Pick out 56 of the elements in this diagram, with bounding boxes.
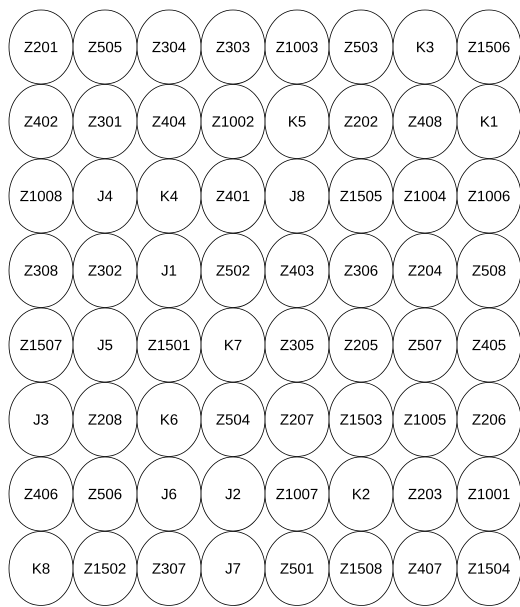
ellipse-node: K6 (136, 382, 202, 457)
ellipse-node: Z204 (392, 233, 458, 308)
ellipse-node: Z207 (264, 382, 330, 457)
ellipse-node: Z505 (72, 10, 138, 84)
ellipse-node: Z401 (200, 158, 266, 234)
ellipse-node: Z302 (72, 233, 138, 308)
ellipse-node: J3 (8, 382, 74, 457)
ellipse-node: Z1505 (328, 158, 394, 234)
ellipse-node: J5 (72, 308, 138, 382)
ellipse-node: Z305 (264, 308, 330, 382)
ellipse-node: K8 (8, 531, 74, 606)
ellipse-node: Z303 (200, 10, 266, 84)
ellipse-node: Z1004 (392, 158, 458, 234)
ellipse-node: Z404 (136, 84, 202, 159)
ellipse-node: Z202 (328, 84, 394, 159)
ellipse-node: J2 (200, 456, 266, 532)
ellipse-node: Z502 (200, 233, 266, 308)
ellipse-node: K2 (328, 456, 394, 532)
ellipse-node: Z301 (72, 84, 138, 159)
ellipse-node: Z1005 (392, 382, 458, 457)
ellipse-node: Z1002 (200, 84, 266, 159)
ellipse-node: Z1501 (136, 308, 202, 382)
ellipse-node: Z201 (8, 10, 74, 84)
ellipse-node: Z1007 (264, 456, 330, 532)
ellipse-node: J1 (136, 233, 202, 308)
ellipse-node: Z308 (8, 233, 74, 308)
ellipse-node: K4 (136, 158, 202, 234)
ellipse-node: Z501 (264, 531, 330, 606)
ellipse-node: Z1502 (72, 531, 138, 606)
ellipse-node: Z1507 (8, 308, 74, 382)
ellipse-node: Z1003 (264, 10, 330, 84)
ellipse-node: Z506 (72, 456, 138, 532)
ellipse-node: Z402 (8, 84, 74, 159)
ellipse-node: Z407 (392, 531, 458, 606)
ellipse-node: Z503 (328, 10, 394, 84)
ellipse-node: Z408 (392, 84, 458, 159)
ellipse-node: Z406 (8, 456, 74, 532)
ellipse-node: K3 (392, 10, 458, 84)
ellipse-node: Z403 (264, 233, 330, 308)
ellipse-node: Z504 (200, 382, 266, 457)
ellipse-node: Z1508 (328, 531, 394, 606)
ellipse-node: Z304 (136, 10, 202, 84)
ellipse-node: Z1503 (328, 382, 394, 457)
ellipse-node: Z307 (136, 531, 202, 606)
ellipse-node: Z1008 (8, 158, 74, 234)
ellipse-node: J4 (72, 158, 138, 234)
ellipse-node: K7 (200, 308, 266, 382)
ellipse-node: K5 (264, 84, 330, 159)
ellipse-node: Z507 (392, 308, 458, 382)
ellipse-node: Z203 (392, 456, 458, 532)
ellipse-node: J7 (200, 531, 266, 606)
ellipse-node: J8 (264, 158, 330, 234)
ellipse-node: J6 (136, 456, 202, 532)
ellipse-node: Z205 (328, 308, 394, 382)
ellipse-node: Z208 (72, 382, 138, 457)
ellipse-node: Z306 (328, 233, 394, 308)
